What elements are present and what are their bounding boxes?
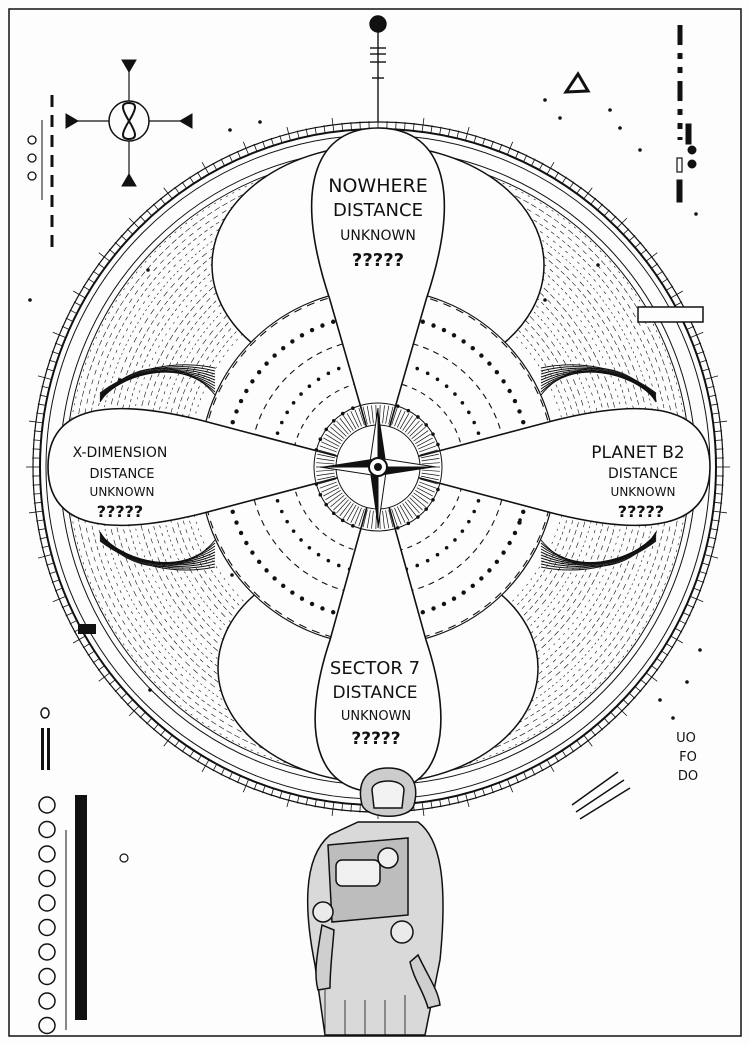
destination-name: PLANET B2 (591, 443, 684, 463)
glyph-row-2: FO (679, 750, 697, 765)
compass-rose-icon (313, 402, 443, 532)
label-right: PLANET B2 DISTANCE UNKNOWN ????? (591, 443, 684, 521)
question-marks: ????? (351, 729, 400, 749)
white-bar (637, 306, 704, 323)
destination-name: X-DIMENSION (73, 445, 168, 461)
stardust (28, 98, 702, 720)
question-marks: ????? (618, 502, 664, 521)
question-marks: ????? (97, 502, 143, 521)
triangle-icon (563, 71, 591, 94)
glyph-row-1: UO (676, 731, 696, 746)
label-top: NOWHERE DISTANCE UNKNOWN ????? (328, 175, 427, 271)
glyph-row-3: DO (678, 769, 698, 784)
pennant-left (47, 407, 382, 527)
left-circle-column (38, 796, 56, 1035)
black-block (78, 624, 96, 634)
side-arc-bundles (99, 364, 657, 571)
pointer-pennants (47, 127, 711, 793)
distance-label: DISTANCE (608, 466, 678, 482)
side-glyphs: UO FO DO (676, 731, 698, 784)
left-top-marks (27, 95, 54, 255)
label-bottom: SECTOR 7 DISTANCE UNKNOWN ????? (330, 658, 420, 749)
distance-label: DISTANCE (333, 200, 423, 221)
top-antenna (369, 15, 387, 122)
border-frame (8, 8, 742, 1037)
right-top-marks (676, 25, 697, 203)
label-left: X-DIMENSION DISTANCE UNKNOWN ????? (73, 445, 168, 521)
unknown-label: UNKNOWN (340, 228, 416, 244)
unknown-label: UNKNOWN (611, 485, 676, 499)
destination-name: NOWHERE (328, 175, 427, 197)
unknown-label: UNKNOWN (341, 709, 411, 724)
pennant-top (310, 127, 446, 470)
diagonal-strokes (571, 771, 631, 820)
distance-label: DISTANCE (333, 683, 418, 703)
distance-label: DISTANCE (90, 467, 155, 482)
outer-tick-marks (26, 115, 730, 819)
astronaut-figure (307, 767, 444, 1036)
crosshair-infinity-icon (65, 59, 193, 187)
question-marks: ????? (352, 250, 404, 271)
left-bars (40, 707, 129, 1030)
pennant-right (374, 407, 711, 527)
destination-name: SECTOR 7 (330, 658, 420, 679)
unknown-label: UNKNOWN (90, 485, 155, 499)
